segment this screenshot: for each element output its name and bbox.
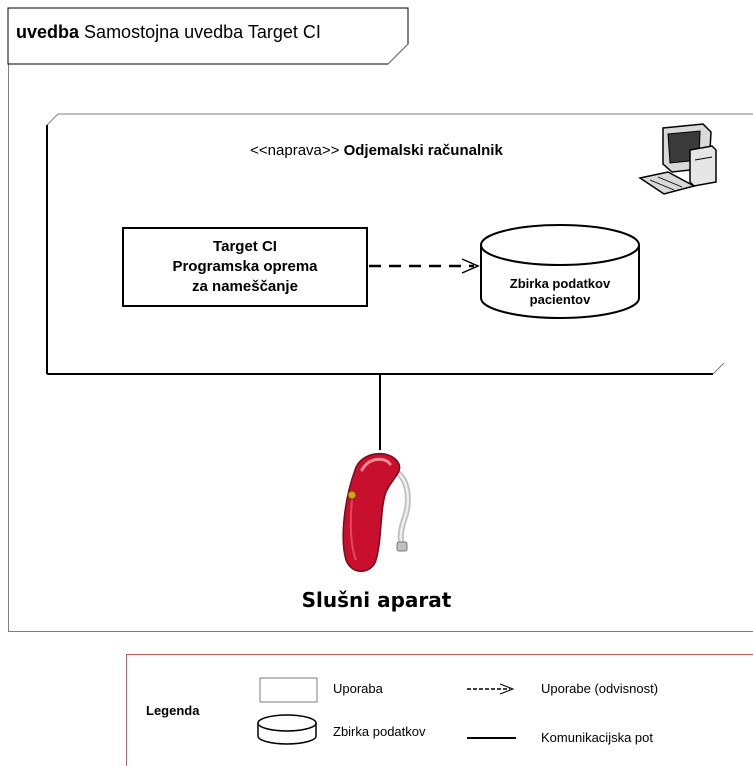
legend-box	[126, 654, 753, 766]
desktop-computer-icon	[638, 123, 717, 195]
device-name: Odjemalski računalnik	[343, 142, 503, 159]
legend-usage-label: Uporaba	[333, 681, 383, 696]
legend-usage-icon	[259, 677, 318, 703]
device-stereotype: <<naprava>>	[250, 142, 340, 159]
legend-dependency-icon	[467, 683, 515, 695]
frame-title-text: Samostojna uvedba Target CI	[84, 22, 321, 42]
hearing-aid-icon	[342, 452, 411, 572]
database-line-2: pacientov	[529, 292, 591, 307]
database-line-1: Zbirka podatkov	[509, 276, 611, 291]
frame-keyword: uvedba	[16, 22, 80, 42]
legend-title: Legenda	[146, 703, 200, 718]
database-label: Zbirka podatkov pacientov	[481, 276, 639, 308]
software-component: Target CI Programska oprema za nameščanj…	[122, 227, 368, 307]
legend-database-icon	[257, 714, 317, 745]
legend-communication-label: Komunikacijska pot	[541, 730, 653, 745]
component-line-2: Programska oprema	[172, 258, 318, 275]
legend-dependency-label: Uporabe (odvisnost)	[541, 681, 659, 696]
frame-title: uvedba Samostojna uvedba Target CI	[16, 22, 321, 43]
component-line-3: za nameščanje	[192, 278, 298, 295]
legend-database-label: Zbirka podatkov	[333, 724, 426, 739]
database-cylinder	[480, 224, 640, 319]
component-line-1: Target CI	[213, 238, 277, 255]
legend-icons	[257, 677, 516, 745]
hearing-aid-label: Slušni aparat	[301, 588, 452, 612]
diagram-frame	[8, 8, 753, 632]
device-title: <<naprava>> Odjemalski računalnik	[0, 142, 753, 159]
dependency-arrow	[369, 258, 480, 274]
